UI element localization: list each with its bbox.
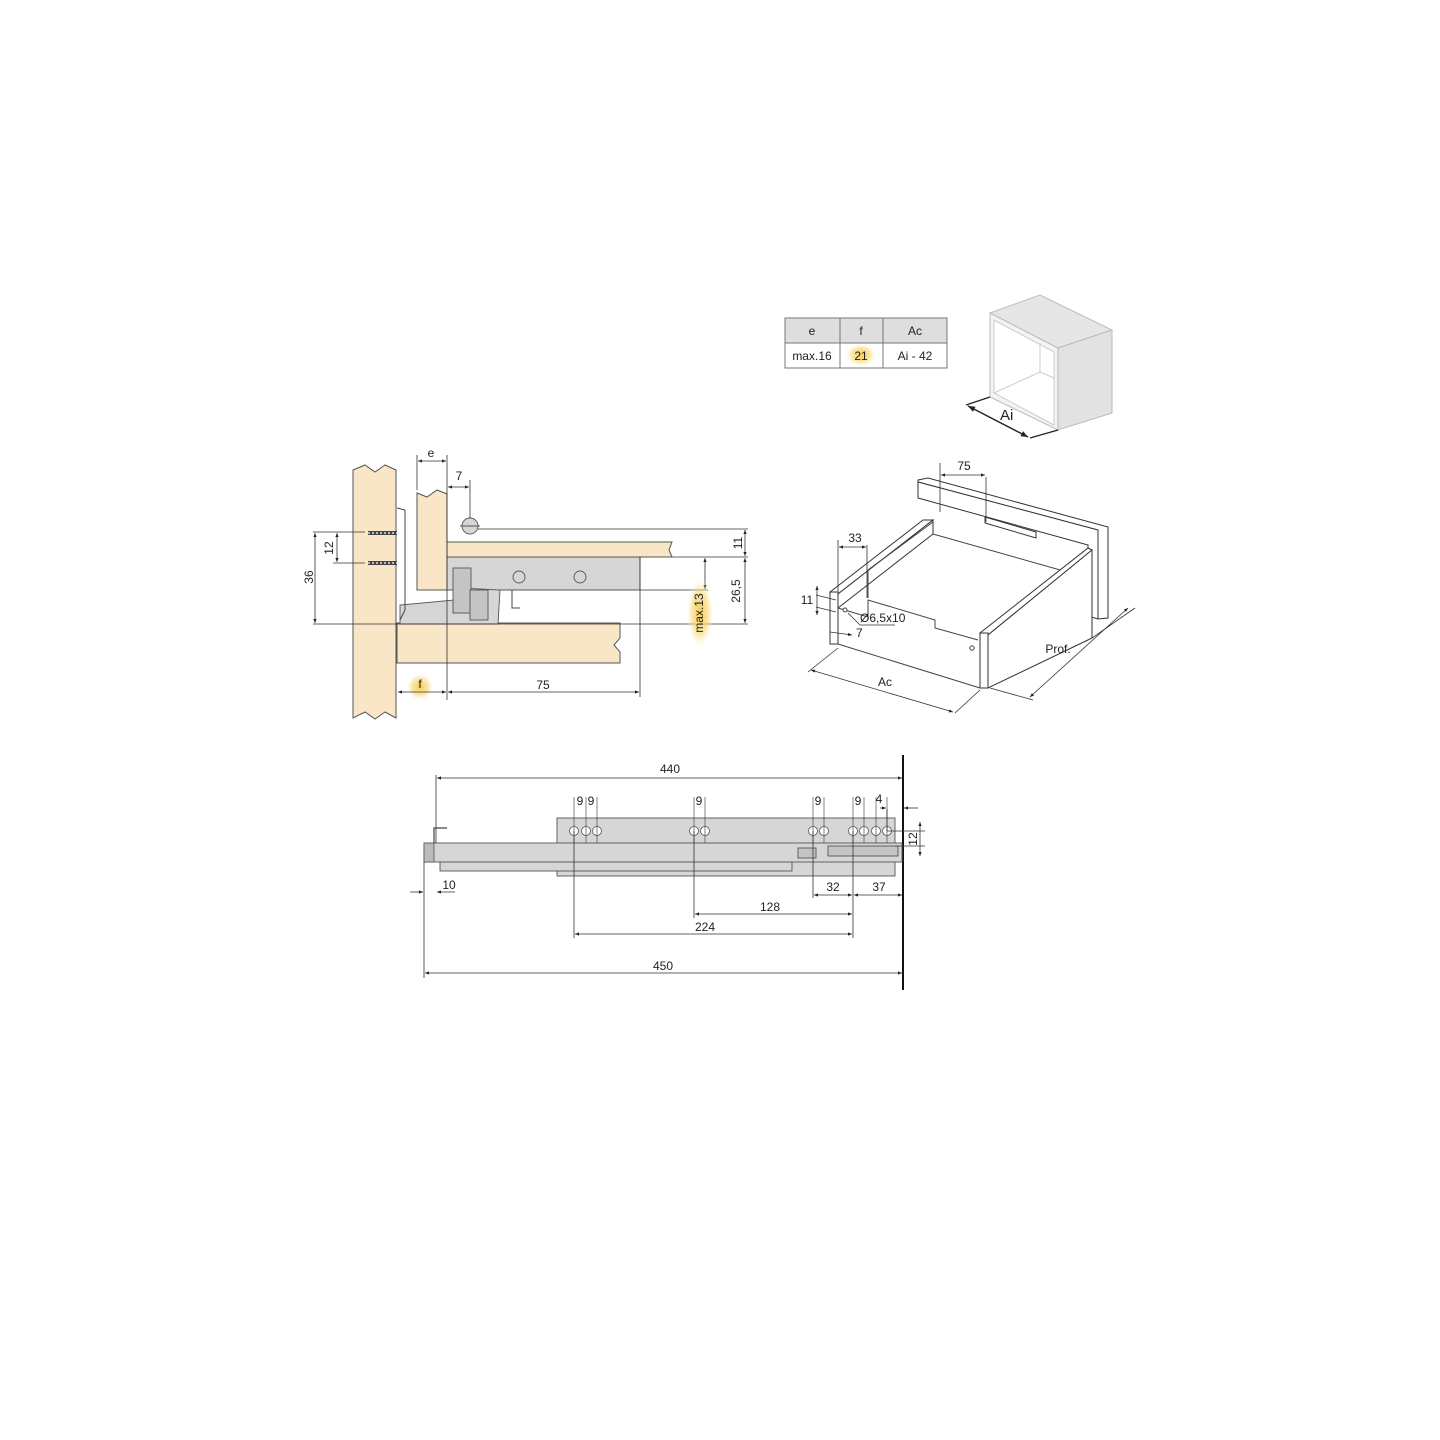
- runner-dim-9e: 9: [855, 794, 862, 808]
- section-dim-max13: max.13: [692, 593, 706, 633]
- drawer-dim-75: 75: [957, 459, 971, 473]
- drawer-hole-label: Ø6,5x10: [860, 611, 906, 625]
- drawer-dim-33: 33: [848, 531, 862, 545]
- runner-dim-450: 450: [653, 959, 673, 973]
- section-dim-36: 36: [302, 570, 316, 584]
- highlight-glow: [686, 577, 714, 649]
- runner-dim-9d: 9: [815, 794, 822, 808]
- value-ac: Ai - 42: [898, 349, 933, 363]
- spec-table: e f Ac max.16 21 Ai - 42: [784, 317, 948, 369]
- runner-dim-10: 10: [442, 878, 456, 892]
- cabinet-bottom: [396, 622, 621, 664]
- drawer-bottom: [446, 541, 673, 558]
- section-dim-26-5: 26,5: [729, 579, 743, 603]
- drawer-side: [416, 489, 448, 591]
- runner-dim-224: 224: [695, 920, 715, 934]
- value-f: 21: [854, 349, 868, 363]
- runner-profile: [446, 556, 641, 591]
- section-dim-11: 11: [731, 536, 745, 549]
- drawer-dim-7: 7: [856, 626, 863, 640]
- cabinet-illustration: Ai: [965, 294, 1114, 439]
- drawer-label-prof: Prof.: [1045, 642, 1070, 656]
- value-e: max.16: [792, 349, 832, 363]
- cabinet-wall: [352, 464, 397, 720]
- section-dim-e: e: [428, 446, 435, 460]
- header-e: e: [809, 324, 816, 338]
- runner-dim-4: 4: [876, 792, 883, 806]
- screw-icon: [368, 531, 397, 565]
- runner-dim-32: 32: [826, 880, 840, 894]
- section-dim-f: f: [418, 677, 422, 691]
- runner-dim-12: 12: [906, 832, 920, 846]
- header-f: f: [859, 324, 863, 338]
- header-ac: Ac: [908, 324, 922, 338]
- runner-dim-37: 37: [872, 880, 886, 894]
- label-ai: Ai: [1000, 407, 1013, 424]
- runner-dim-128: 128: [760, 900, 780, 914]
- runner-dim-9b: 9: [588, 794, 595, 808]
- section-view: e 7 12 36 11 26,5 max.13 f 75: [302, 446, 748, 720]
- runner-dim-9a: 9: [577, 794, 584, 808]
- runner-dim-440: 440: [660, 762, 680, 776]
- runner-view: 440 9 9 9 9 9 4 12 10 32 37 128 224 450: [410, 755, 925, 990]
- section-dim-12: 12: [322, 541, 336, 555]
- highlight-glow: [406, 673, 434, 701]
- highlight-glow: [845, 343, 877, 367]
- drawer-illustration: 75 33 11 Ø6,5x10 7 Ac Prof.: [801, 459, 1136, 714]
- drawer-dim-11: 11: [801, 593, 814, 607]
- runner-dim-9c: 9: [696, 794, 703, 808]
- section-dim-7: 7: [456, 469, 463, 483]
- section-dim-75: 75: [536, 678, 550, 692]
- drawer-label-ac: Ac: [878, 675, 892, 689]
